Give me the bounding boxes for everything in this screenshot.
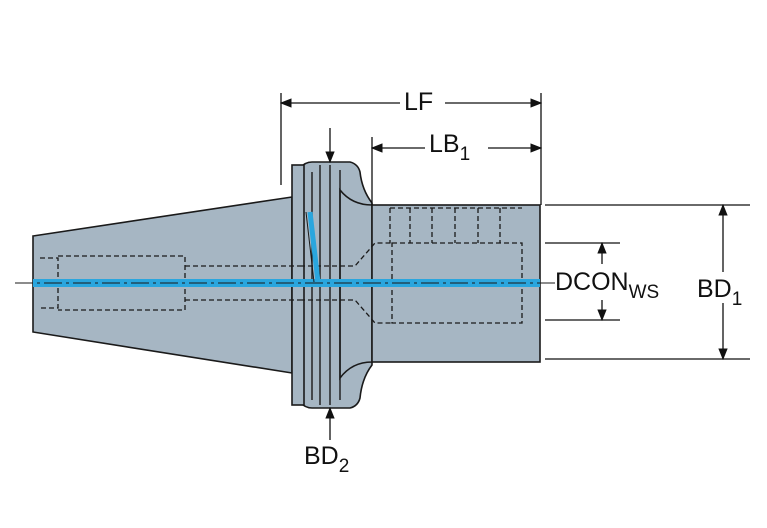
coolant-branch-edge	[305, 211, 315, 283]
lf-dimension	[279, 93, 543, 205]
dcon-label: DCONWS	[555, 268, 660, 303]
bd1-label: BD1	[697, 275, 743, 310]
lb1-dimension	[370, 137, 543, 205]
lf-label: LF	[404, 88, 434, 116]
coolant-branch	[307, 211, 321, 283]
lb1-label: LB1	[429, 130, 471, 165]
bd2-label: BD2	[304, 442, 350, 477]
dcon-dimension	[545, 241, 620, 322]
bd1-dimension	[545, 203, 750, 361]
